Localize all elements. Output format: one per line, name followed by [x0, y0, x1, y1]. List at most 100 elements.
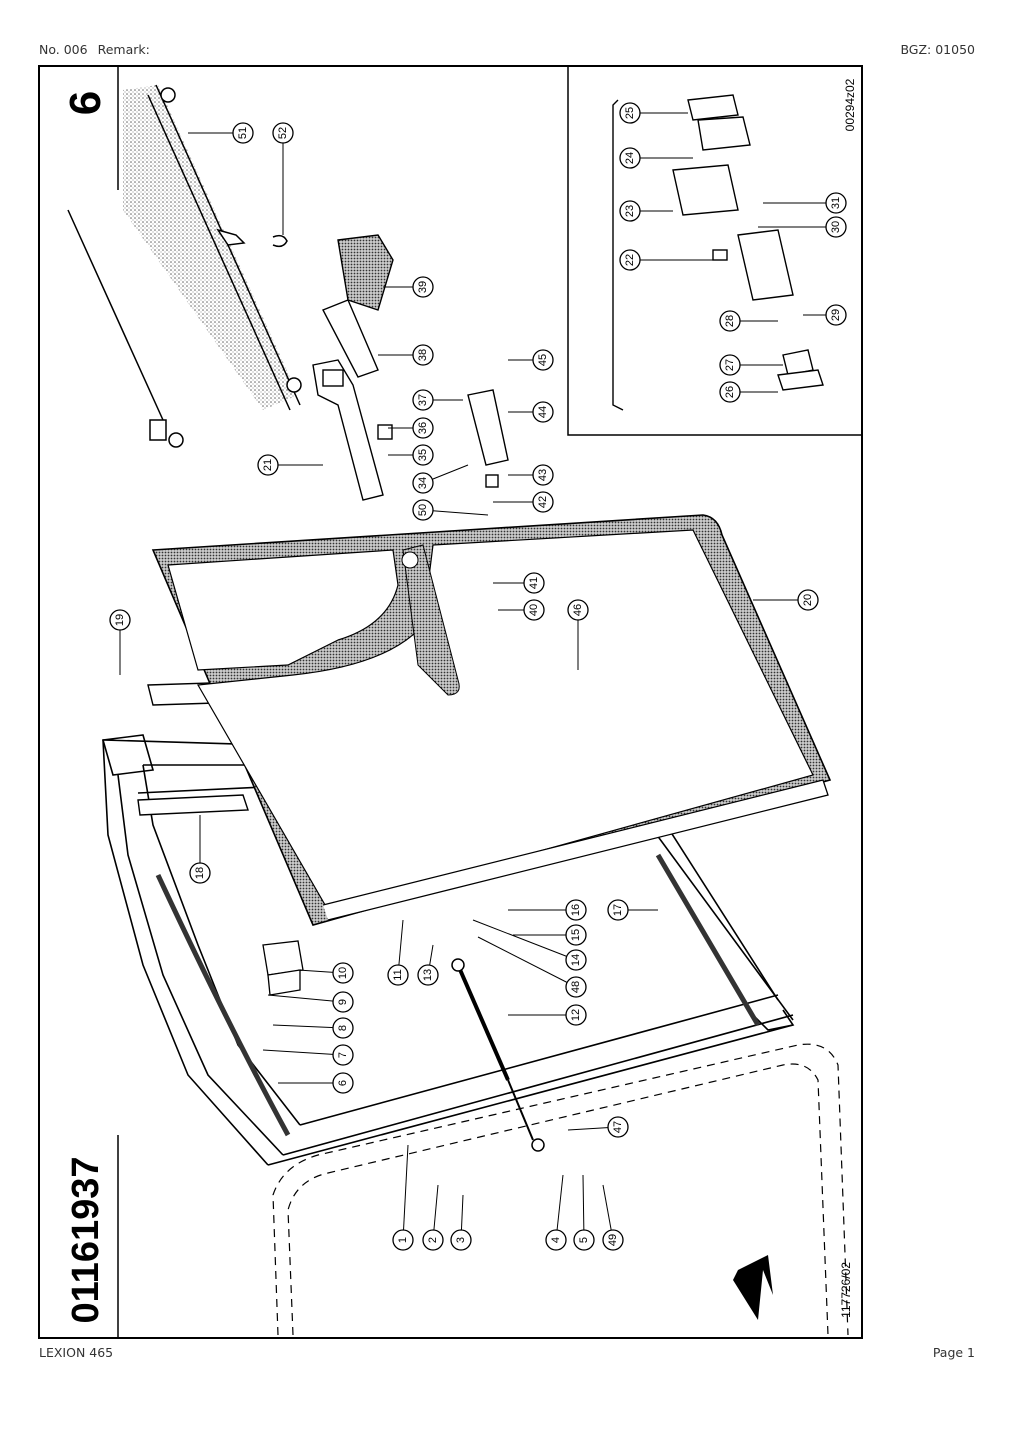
side-number: 6: [61, 91, 110, 115]
callout-bubble-5: [573, 1229, 595, 1251]
callout-bubble-9: [332, 991, 354, 1013]
callout-bubble-48: [565, 976, 587, 998]
callout-label-35: 35: [417, 449, 429, 461]
callout-bubble-49: [602, 1229, 624, 1251]
callout-label-23: 23: [624, 205, 636, 217]
callout-label-20: 20: [802, 594, 814, 606]
callout-bubble-45: [532, 349, 554, 371]
callout-leader-1: [402, 1144, 409, 1241]
callout-label-52: 52: [277, 127, 289, 139]
callout-bubble-39: [412, 276, 434, 298]
callout-label-45: 45: [537, 354, 549, 366]
callout-label-37: 37: [417, 394, 429, 406]
callout-label-27: 27: [724, 359, 736, 371]
callout-bubble-17: [607, 899, 629, 921]
callout-bubble-43: [532, 464, 554, 486]
callout-bubble-6: [332, 1072, 354, 1094]
cab-outline: [272, 1043, 849, 1336]
callout-bubble-10: [332, 962, 354, 984]
callout-label-42: 42: [537, 496, 549, 508]
header-left: No. 006 Remark:: [39, 42, 150, 57]
callout-bubble-42: [532, 491, 554, 513]
callout-label-6: 6: [337, 1080, 349, 1086]
callout-bubble-27: [719, 354, 741, 376]
callout-label-1: 1: [397, 1237, 409, 1243]
callout-bubble-15: [565, 924, 587, 946]
callout-bubble-1: [392, 1229, 414, 1251]
sheet-number: No. 006: [39, 42, 88, 57]
callout-label-11: 11: [392, 969, 404, 980]
callout-bubble-16: [565, 899, 587, 921]
callout-label-28: 28: [724, 315, 736, 327]
direction-arrow: [733, 1255, 773, 1320]
callout-bubble-38: [412, 344, 434, 366]
callout-bubble-44: [532, 401, 554, 423]
parts-diagram: 6 01161937 00294z02 117726/02: [38, 65, 863, 1339]
callout-bubble-23: [619, 200, 641, 222]
callout-leader-8: [272, 1024, 344, 1029]
callout-bubble-3: [450, 1229, 472, 1251]
bgz-code: BGZ: 01050: [900, 42, 975, 57]
callout-label-21: 21: [262, 459, 274, 471]
callout-label-43: 43: [537, 469, 549, 481]
page-number: Page 1: [932, 1345, 975, 1360]
callout-label-8: 8: [337, 1025, 349, 1031]
remark-label: Remark:: [97, 42, 150, 57]
callout-label-16: 16: [570, 904, 582, 916]
callout-label-44: 44: [537, 406, 549, 418]
hinge: [262, 940, 304, 996]
callout-label-25: 25: [624, 107, 636, 119]
callout-bubble-13: [417, 964, 439, 986]
part-number: 01161937: [65, 1157, 107, 1324]
callout-leader-4: [555, 1174, 564, 1241]
inset-detail: [612, 94, 824, 411]
callout-label-29: 29: [830, 309, 842, 321]
callout-bubble-35: [412, 444, 434, 466]
callout-label-24: 24: [624, 152, 636, 164]
callout-bubble-46: [567, 599, 589, 621]
door-frame: [101, 734, 795, 1166]
model-name: LEXION 465: [39, 1345, 114, 1360]
callout-label-13: 13: [422, 969, 434, 981]
drawing-frame: [38, 65, 863, 1339]
callout-bubble-28: [719, 310, 741, 332]
callout-label-19: 19: [114, 614, 126, 626]
callout-bubble-37: [412, 389, 434, 411]
callout-leader-7: [262, 1049, 344, 1056]
callout-bubble-18: [189, 862, 211, 884]
callout-bubble-4: [545, 1229, 567, 1251]
door-panel: [151, 514, 832, 926]
callout-bubble-29: [825, 304, 847, 326]
callout-label-40: 40: [528, 604, 540, 616]
callout-leader-48: [477, 936, 577, 988]
callout-label-34: 34: [417, 477, 429, 489]
callout-label-3: 3: [455, 1237, 467, 1243]
callout-bubble-52: [272, 122, 294, 144]
callout-bubble-12: [565, 1004, 587, 1026]
callout-leader-50: [422, 509, 489, 516]
callout-label-12: 12: [570, 1009, 582, 1021]
callout-label-39: 39: [417, 281, 429, 293]
callout-label-47: 47: [612, 1121, 624, 1133]
callout-label-18: 18: [194, 867, 206, 879]
callout-bubble-50: [412, 499, 434, 521]
callout-bubble-47: [607, 1116, 629, 1138]
callout-label-14: 14: [570, 954, 582, 966]
callout-leader-9: [267, 994, 344, 1003]
callout-label-2: 2: [427, 1237, 439, 1243]
callout-bubble-34: [412, 472, 434, 494]
callout-label-22: 22: [624, 254, 636, 266]
callout-label-46: 46: [572, 604, 584, 616]
callout-label-26: 26: [724, 386, 736, 398]
callout-leader-14: [472, 919, 577, 961]
callout-bubble-22: [619, 249, 641, 271]
callout-bubble-7: [332, 1044, 354, 1066]
callout-bubble-24: [619, 147, 641, 169]
callout-bubble-8: [332, 1017, 354, 1039]
inset-box: [567, 65, 863, 436]
callout-label-50: 50: [417, 504, 429, 516]
callout-bubble-30: [825, 216, 847, 238]
callout-bubble-41: [523, 572, 545, 594]
callout-bubble-51: [232, 122, 254, 144]
